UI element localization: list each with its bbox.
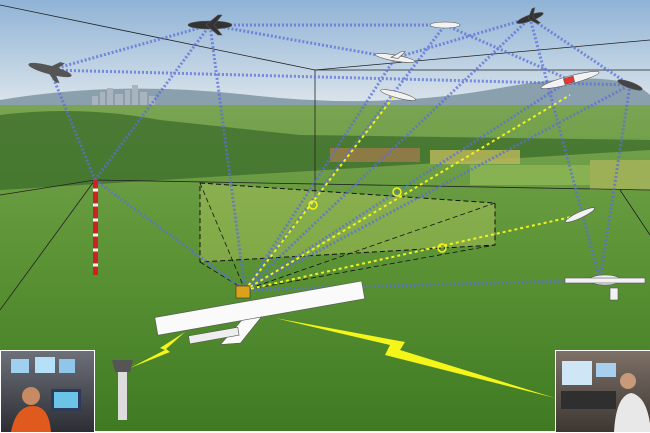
uav-icon bbox=[154, 280, 366, 345]
pilot-station-inset bbox=[555, 350, 650, 433]
airliner-icon bbox=[617, 79, 643, 91]
radar-links bbox=[48, 16, 632, 292]
tree-line bbox=[0, 111, 650, 190]
operator-station-scene bbox=[11, 357, 81, 432]
operator-station-inset bbox=[0, 350, 95, 433]
airliner-icon bbox=[374, 50, 416, 63]
airliner-icon bbox=[28, 62, 72, 84]
lightning-link-icon bbox=[275, 318, 555, 398]
airliner-icon bbox=[429, 21, 461, 29]
airliner-icon bbox=[187, 14, 233, 36]
uav-icon bbox=[565, 207, 595, 223]
pilot-station-scene bbox=[561, 361, 650, 432]
radio-tower-icon bbox=[93, 180, 98, 275]
small-aircraft-icon bbox=[564, 274, 646, 301]
detection-markers bbox=[308, 187, 447, 253]
uav-icon bbox=[380, 89, 416, 101]
sensor-links bbox=[244, 94, 581, 291]
airliner-icon bbox=[516, 7, 544, 25]
small-aircraft-icon bbox=[540, 71, 600, 89]
control-tower-icon bbox=[112, 360, 133, 420]
sensor-pod-icon bbox=[235, 285, 251, 299]
lightning-link-icon bbox=[130, 332, 185, 368]
